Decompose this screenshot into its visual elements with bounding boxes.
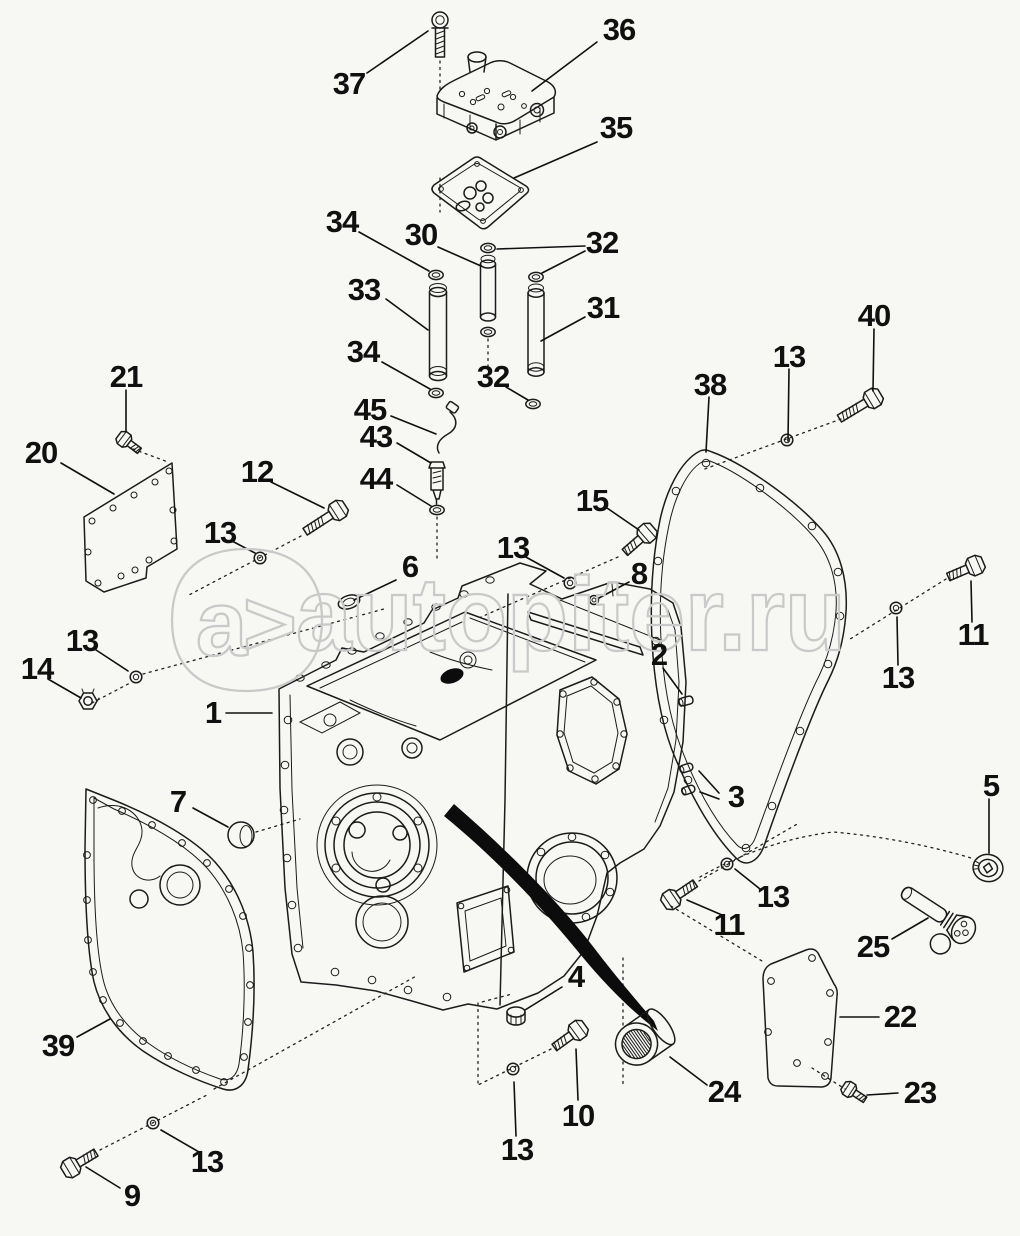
part-bolt-11-right xyxy=(943,552,988,587)
part-callout-14: 14 xyxy=(20,651,54,686)
part-callout-13: 13 xyxy=(756,879,790,914)
part-washer-13-a xyxy=(780,433,794,447)
part-callout-32: 32 xyxy=(585,225,619,260)
part-plug-4 xyxy=(506,1006,526,1026)
part-bolt-9 xyxy=(57,1143,102,1182)
part-plug-7 xyxy=(227,821,255,849)
part-callout-8: 8 xyxy=(630,556,648,591)
watermark-logo-circle xyxy=(170,547,324,693)
part-callout-11: 11 xyxy=(713,907,746,942)
part-callout-34: 34 xyxy=(325,204,359,239)
watermark-brand-text: autopiter.ru xyxy=(296,557,846,673)
part-callout-20: 20 xyxy=(24,435,58,470)
part-callout-36: 36 xyxy=(602,12,636,47)
part-nut-14 xyxy=(78,688,100,710)
part-gasket-39 xyxy=(83,788,255,1091)
part-callout-37: 37 xyxy=(332,66,366,101)
part-callout-43: 43 xyxy=(359,419,393,454)
part-bolt-12 xyxy=(299,496,352,541)
part-oring-34-top xyxy=(428,269,444,281)
part-bolt-15 xyxy=(617,519,661,561)
part-bolt-40 xyxy=(833,384,887,428)
part-pins-3 xyxy=(678,762,696,796)
part-screw-21 xyxy=(113,428,145,458)
part-callout-13: 13 xyxy=(203,515,237,550)
part-screw-23 xyxy=(838,1078,870,1107)
part-callout-13: 13 xyxy=(881,660,915,695)
part-callout-13: 13 xyxy=(772,339,806,374)
part-tube-30 xyxy=(479,254,497,322)
part-callout-10: 10 xyxy=(561,1098,595,1133)
part-oring-32-c xyxy=(480,326,496,338)
part-gasket-35 xyxy=(431,156,530,230)
part-cover-20 xyxy=(83,462,178,593)
part-callout-9: 9 xyxy=(123,1178,141,1213)
part-tube-31 xyxy=(527,283,545,377)
part-tube-25 xyxy=(900,886,977,955)
part-callout-6: 6 xyxy=(401,549,419,584)
part-callout-3: 3 xyxy=(727,779,745,814)
part-housing-1 xyxy=(278,562,687,1011)
part-cover-22 xyxy=(762,948,838,1088)
part-callout-38: 38 xyxy=(693,367,727,402)
part-callout-1: 1 xyxy=(204,695,222,730)
part-callout-31: 31 xyxy=(586,290,620,325)
part-callout-23: 23 xyxy=(903,1075,937,1110)
part-gasket-38 xyxy=(650,449,848,864)
part-callout-2: 2 xyxy=(650,637,668,672)
part-callout-5: 5 xyxy=(982,768,1000,803)
part-plug-5 xyxy=(972,853,1004,883)
part-callout-24: 24 xyxy=(707,1074,741,1109)
part-callout-30: 30 xyxy=(404,217,438,252)
part-callout-35: 35 xyxy=(599,110,633,145)
part-washer-13-g xyxy=(506,1062,520,1076)
part-callout-45: 45 xyxy=(353,392,387,427)
part-callout-32: 32 xyxy=(476,359,510,394)
part-callout-22: 22 xyxy=(883,999,917,1034)
part-tube-33 xyxy=(428,283,448,382)
part-washer-13-d xyxy=(129,670,143,684)
part-callout-33: 33 xyxy=(347,272,381,307)
part-callout-11: 11 xyxy=(957,617,990,652)
part-bearing-24 xyxy=(614,1008,676,1066)
part-callout-4: 4 xyxy=(567,959,585,994)
part-sender-45-43-44 xyxy=(428,400,460,516)
part-callout-13: 13 xyxy=(190,1144,224,1179)
part-valve-block-36 xyxy=(436,51,557,141)
part-bolt-10 xyxy=(548,1016,592,1056)
part-bolt-37 xyxy=(431,11,449,58)
part-callout-21: 21 xyxy=(109,359,143,394)
part-callout-39: 39 xyxy=(41,1028,75,1063)
part-callout-12: 12 xyxy=(240,454,274,489)
part-callout-13: 13 xyxy=(496,530,530,565)
part-callout-34: 34 xyxy=(346,334,380,369)
part-oring-32-a xyxy=(480,242,496,254)
part-callout-13: 13 xyxy=(65,623,99,658)
part-callout-15: 15 xyxy=(575,483,609,518)
part-oring-32-b xyxy=(528,271,544,283)
watermark-logo-text: a> xyxy=(196,573,293,675)
part-callout-40: 40 xyxy=(857,298,891,333)
part-callout-25: 25 xyxy=(856,929,890,964)
part-washer-13-f xyxy=(720,857,734,871)
part-oring-34-bottom xyxy=(428,387,444,399)
callout-leader-lines xyxy=(47,30,990,1189)
watermark: a> autopiter.ru xyxy=(170,547,847,693)
pointer-arrow xyxy=(444,804,658,1031)
part-callout-44: 44 xyxy=(359,461,393,496)
part-callout-7: 7 xyxy=(169,784,187,819)
part-bolt-11-mid xyxy=(657,874,702,914)
part-pin-2 xyxy=(677,695,694,707)
part-ring-8 xyxy=(588,594,600,606)
part-callout-13: 13 xyxy=(500,1132,534,1167)
